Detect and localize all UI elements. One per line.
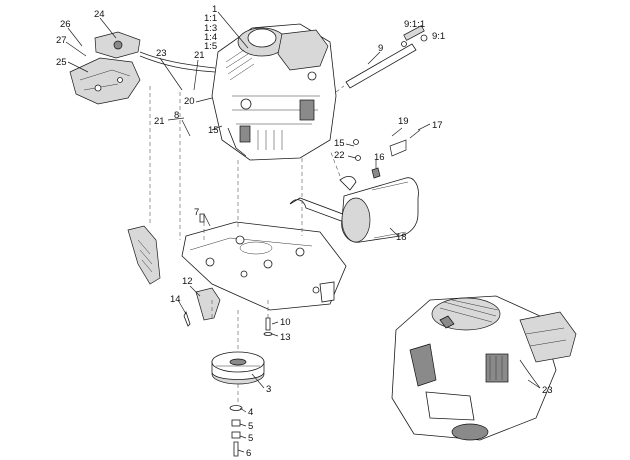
muffler — [289, 139, 419, 243]
callout-12: 12 — [182, 276, 193, 287]
callout-7: 7 — [194, 207, 199, 218]
callout-8: 8 — [174, 110, 179, 121]
idler-bracket — [183, 287, 221, 327]
callout-1-5: 1:5 — [204, 41, 217, 52]
callout-5-upper: 5 — [248, 421, 253, 432]
callout-23-inset: 23 — [542, 385, 553, 396]
callout-13: 13 — [280, 332, 291, 343]
callout-9-1-1: 9:1:1 — [404, 19, 425, 30]
inset-detail-view — [391, 295, 577, 441]
engine — [211, 23, 337, 161]
pto-clutch — [211, 351, 265, 457]
callout-1-3: 1:3 — [204, 23, 217, 34]
callout-1-4: 1:4 — [204, 32, 217, 43]
assembly-guide-lines — [149, 85, 345, 404]
callout-1-1: 1:1 — [204, 13, 217, 24]
callout-20: 20 — [184, 96, 195, 107]
callout-24: 24 — [94, 9, 105, 20]
callout-16: 16 — [374, 152, 385, 163]
callout-5-lower: 5 — [248, 433, 253, 444]
callout-26: 26 — [60, 19, 71, 30]
left-bracket — [127, 225, 161, 285]
callout-10: 10 — [280, 317, 291, 328]
callout-14: 14 — [170, 294, 181, 305]
callout-4: 4 — [248, 407, 253, 418]
callout-19: 19 — [398, 116, 409, 127]
exhaust-hardware — [353, 129, 421, 179]
callout-22: 22 — [334, 150, 345, 161]
callout-21-top: 21 — [194, 50, 205, 61]
callout-15-engine: 15 — [208, 125, 219, 136]
callout-18: 18 — [396, 232, 407, 243]
leader-lines — [65, 11, 541, 453]
callout-27: 27 — [56, 35, 67, 46]
callout-3: 3 — [266, 384, 271, 395]
callout-21-left: 21 — [154, 116, 165, 127]
driveshaft — [345, 25, 428, 89]
deck-plate — [181, 221, 347, 311]
callout-labels: 1 1:1 1:3 1:4 1:5 24 26 27 25 23 21 20 2… — [56, 4, 553, 459]
callout-6: 6 — [246, 448, 251, 459]
callout-9-1: 9:1 — [432, 31, 445, 42]
callout-1: 1 — [212, 4, 217, 15]
callout-9: 9 — [378, 43, 383, 54]
callout-15-exhaust: 15 — [334, 138, 345, 149]
callout-17: 17 — [432, 120, 443, 131]
callout-23-top: 23 — [156, 48, 167, 59]
callout-25: 25 — [56, 57, 67, 68]
throttle-bracket — [69, 31, 216, 105]
